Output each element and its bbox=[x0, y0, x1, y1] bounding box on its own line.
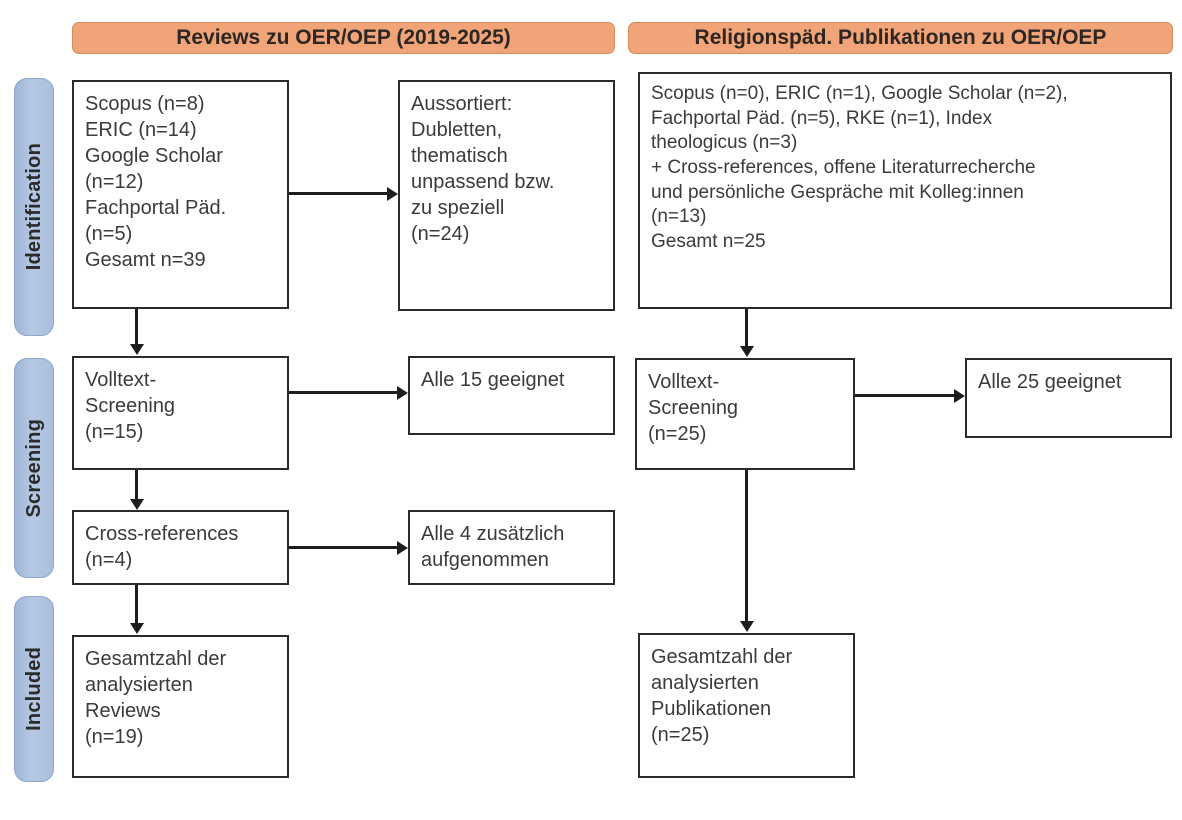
stage-label-included: Included bbox=[22, 647, 45, 731]
arrowhead-left-sources-to-screening bbox=[129, 344, 144, 355]
column-header-religionspaed-label: Religionspäd. Publikationen zu OER/OEP bbox=[694, 26, 1107, 49]
arrowhead-left-screening-to-crossrefs bbox=[129, 499, 144, 510]
connector-left-sources-to-screening bbox=[135, 309, 138, 345]
connector-left-screening-to-result bbox=[289, 391, 398, 394]
arrowhead-right-screening-to-included bbox=[739, 621, 754, 632]
column-header-religionspaed: Religionspäd. Publikationen zu OER/OEP bbox=[628, 22, 1173, 54]
arrowhead-right-screening-to-result bbox=[954, 388, 965, 403]
box-left-fulltext-screening: Volltext- Screening (n=15) bbox=[72, 356, 289, 470]
connector-left-crossrefs-to-result bbox=[289, 546, 398, 549]
stage-label-identification: Identification bbox=[22, 143, 45, 271]
connector-right-screening-to-included bbox=[745, 470, 748, 622]
box-left-fulltext-result: Alle 15 geeignet bbox=[408, 356, 615, 435]
stage-tab-screening: Screening bbox=[14, 358, 54, 578]
box-right-identification-sources: Scopus (n=0), ERIC (n=1), Google Scholar… bbox=[638, 72, 1172, 309]
stage-tab-identification: Identification bbox=[14, 78, 54, 336]
box-left-identification-sources: Scopus (n=8) ERIC (n=14) Google Scholar … bbox=[72, 80, 289, 309]
arrowhead-left-screening-to-result bbox=[397, 385, 408, 400]
column-header-reviews-label: Reviews zu OER/OEP (2019-2025) bbox=[176, 26, 511, 49]
box-left-cross-references: Cross-references (n=4) bbox=[72, 510, 289, 585]
stage-label-screening: Screening bbox=[22, 418, 45, 518]
connector-left-crossrefs-to-included bbox=[135, 585, 138, 624]
box-right-included-total: Gesamtzahl der analysierten Publikatione… bbox=[638, 633, 855, 778]
box-right-fulltext-result: Alle 25 geeignet bbox=[965, 358, 1172, 438]
connector-right-screening-to-result bbox=[855, 394, 955, 397]
box-left-included-total: Gesamtzahl der analysierten Reviews (n=1… bbox=[72, 635, 289, 778]
arrowhead-right-sources-to-screening bbox=[739, 346, 754, 357]
box-left-excluded: Aussortiert: Dubletten, thematisch unpas… bbox=[398, 80, 615, 311]
arrowhead-left-sources-to-excluded bbox=[387, 186, 398, 201]
connector-left-screening-to-crossrefs bbox=[135, 470, 138, 500]
arrowhead-left-crossrefs-to-included bbox=[129, 623, 144, 634]
stage-tab-included: Included bbox=[14, 596, 54, 782]
connector-left-sources-to-excluded bbox=[289, 192, 388, 195]
column-header-reviews: Reviews zu OER/OEP (2019-2025) bbox=[72, 22, 615, 54]
connector-right-sources-to-screening bbox=[745, 309, 748, 347]
arrowhead-left-crossrefs-to-result bbox=[397, 540, 408, 555]
box-left-cross-references-result: Alle 4 zusätzlich aufgenommen bbox=[408, 510, 615, 585]
box-right-fulltext-screening: Volltext- Screening (n=25) bbox=[635, 358, 855, 470]
